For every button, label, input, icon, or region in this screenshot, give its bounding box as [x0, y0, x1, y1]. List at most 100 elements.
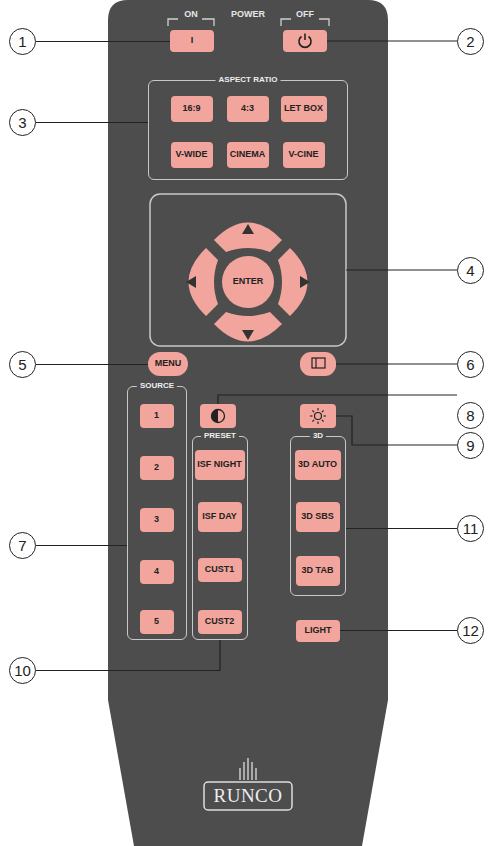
button-label: ISF NIGHT	[197, 460, 242, 470]
button-label: 4	[154, 567, 159, 577]
button-label: 3D SBS	[301, 512, 334, 522]
sun-icon	[315, 413, 322, 420]
callout-number: 9	[457, 432, 484, 459]
leader-line	[346, 269, 457, 270]
sun-ray	[324, 415, 327, 416]
callout-text: 11	[463, 520, 479, 537]
leader-line	[36, 122, 148, 123]
callout-text: 7	[18, 537, 26, 554]
callout-number: 7	[9, 532, 36, 559]
arrow-glyph	[242, 330, 254, 340]
callout-text: 12	[462, 622, 479, 639]
callout-text: 8	[466, 407, 474, 424]
callout-number: 11	[457, 515, 484, 542]
contrast-icon	[212, 410, 225, 423]
button-label: CINEMA	[230, 150, 266, 160]
arrow-glyph	[300, 276, 310, 288]
sun-ray	[322, 420, 324, 422]
button-label: V-WIDE	[175, 150, 207, 160]
leader-line	[36, 364, 148, 365]
remote-button: ISF NIGHT	[195, 450, 245, 480]
callout-text: 10	[14, 662, 31, 679]
arrow-glyph	[186, 276, 196, 288]
up-button	[214, 223, 282, 253]
callout-number: 3	[9, 109, 36, 136]
group-heading: 3D	[310, 431, 326, 441]
button-label: MENU	[155, 359, 182, 369]
navigation-group	[150, 194, 346, 346]
contrast-button	[200, 404, 236, 428]
leader-line	[327, 40, 457, 41]
leader-line	[336, 416, 457, 445]
callout-text: 9	[466, 437, 474, 454]
remote-button: 4	[140, 560, 174, 584]
callout-text: 6	[466, 356, 474, 373]
leader-line	[218, 395, 457, 404]
group-heading: SOURCE	[137, 381, 177, 391]
button-label: 4:3	[241, 104, 254, 114]
button-label: LET BOX	[284, 104, 323, 114]
group-heading: PRESET	[201, 431, 239, 441]
remote-button: 16:9	[171, 96, 213, 122]
sun-icon	[310, 408, 326, 424]
button-label: 2	[154, 463, 159, 473]
leader-line	[340, 630, 457, 631]
group-heading: ASPECT RATIO	[216, 75, 281, 85]
callout-text: 4	[466, 262, 474, 279]
button-label: CUST2	[205, 617, 235, 627]
brand-logo: RUNCO	[213, 785, 282, 807]
sun-ray	[312, 410, 314, 412]
sun-ray	[317, 422, 318, 425]
button-label: LIGHT	[305, 626, 332, 636]
sun-ray	[317, 408, 318, 411]
remote-button: 3D SBS	[296, 502, 340, 532]
remote-button: 2	[140, 456, 174, 480]
callout-number: 4	[457, 257, 484, 284]
on-bracket	[168, 19, 214, 26]
remote-button: LET BOX	[281, 96, 327, 122]
button-label: I	[191, 36, 194, 46]
button-label: V-CINE	[288, 150, 318, 160]
callout-text: 2	[466, 33, 474, 50]
remote-button: V-CINE	[283, 142, 325, 168]
remote-button: CINEMA	[227, 142, 269, 168]
callout-number: 2	[457, 28, 484, 55]
remote-button: 3D TAB	[296, 556, 340, 586]
button-group: ASPECT RATIO16:94:3LET BOXV-WIDECINEMAV-…	[148, 80, 348, 180]
remote-button: V-WIDE	[171, 142, 213, 168]
button-group: SOURCE12345	[127, 386, 187, 640]
menu-button: MENU	[148, 352, 188, 376]
off-bracket	[281, 19, 329, 26]
remote-button: 3D AUTO	[295, 450, 341, 480]
logo-frame	[204, 782, 292, 810]
screen-icon	[312, 358, 325, 368]
button-label: 3D TAB	[302, 566, 334, 576]
arrow-glyph	[242, 224, 254, 234]
remote-button: ISF DAY	[198, 502, 242, 532]
callout-text: 5	[18, 356, 26, 373]
button-label: ISF DAY	[202, 512, 237, 522]
panel-label: ON	[184, 9, 198, 19]
button-label: CUST1	[205, 565, 235, 575]
leader-lines	[218, 41, 457, 445]
callout-number: 1	[9, 28, 36, 55]
remote-body	[108, 0, 388, 846]
enter-button: ENTER	[222, 256, 274, 308]
sun-ray	[322, 410, 324, 412]
button-label: 1	[154, 411, 159, 421]
remote-button: I	[170, 30, 214, 52]
remote-button: 3	[140, 508, 174, 532]
remote-button: CUST2	[198, 610, 242, 634]
power-icon	[304, 34, 306, 41]
button-group: 3D3D AUTO3D SBS3D TAB	[290, 436, 346, 596]
logo-mark	[240, 758, 256, 780]
callout-number: 6	[457, 351, 484, 378]
callout-number: 10	[9, 657, 36, 684]
remote-button: 1	[140, 404, 174, 428]
button-label: 16:9	[182, 104, 200, 114]
remote-button: 5	[140, 610, 174, 634]
screen-icon	[315, 358, 316, 368]
button-label: 3D AUTO	[298, 460, 337, 470]
